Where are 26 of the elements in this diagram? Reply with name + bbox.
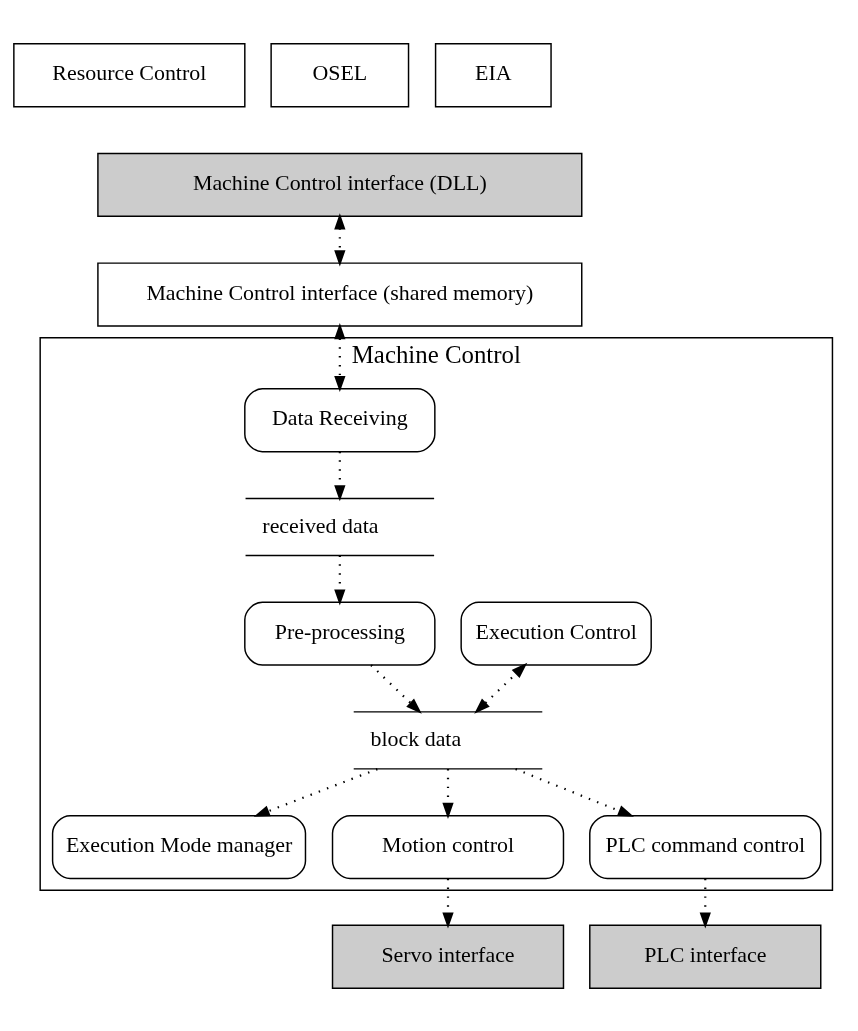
arrow xyxy=(334,322,346,392)
arrow xyxy=(253,767,378,817)
node-box: Pre-processing xyxy=(244,601,436,666)
arrow xyxy=(334,212,346,266)
node-box: PLC interface xyxy=(589,924,822,989)
arrow xyxy=(699,878,711,929)
node-box: EIA xyxy=(434,42,552,107)
node-box: Resource Control xyxy=(13,42,246,107)
arrow xyxy=(442,878,454,929)
node-box: Execution Control xyxy=(460,601,652,666)
arrow xyxy=(474,662,528,714)
node-box: PLC command control xyxy=(589,814,822,879)
node-box: Motion control xyxy=(331,814,565,879)
node-box: Machine Control interface (shared memory) xyxy=(97,261,583,327)
node-box: Machine Control interface (DLL) xyxy=(97,152,583,217)
node-box: Data Receiving xyxy=(244,387,436,452)
node-box: Servo interface xyxy=(331,924,565,989)
arrow xyxy=(442,768,454,819)
arrow xyxy=(334,451,346,501)
node-box: OSEL xyxy=(270,42,410,107)
arrow xyxy=(515,767,634,817)
node-text: received data xyxy=(262,512,379,538)
arrow xyxy=(370,663,422,714)
node-box: Execution Mode manager xyxy=(51,814,307,879)
arrow xyxy=(334,555,346,605)
node-text: block data xyxy=(370,725,462,751)
